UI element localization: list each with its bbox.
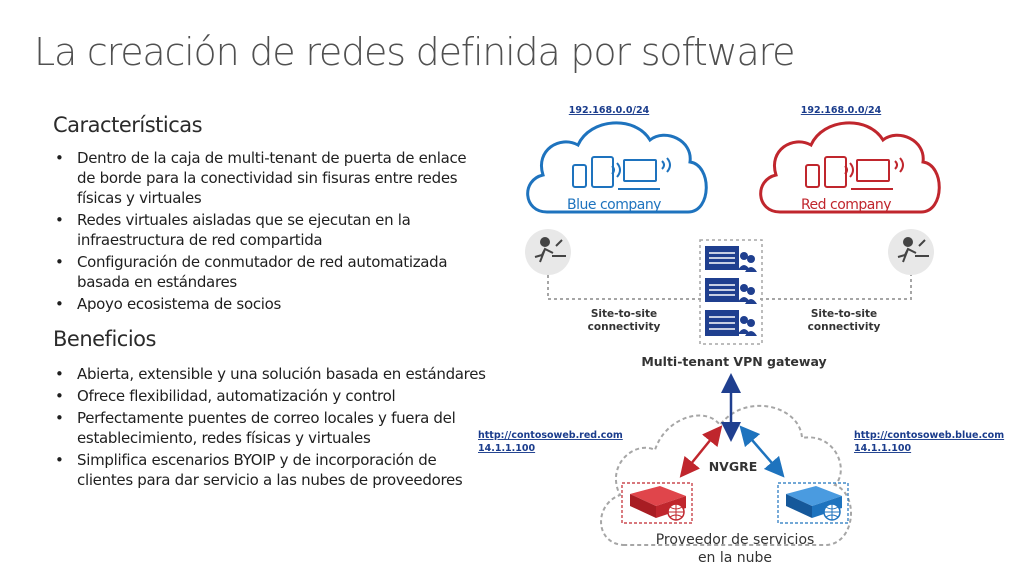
left-edge-gateway-icon — [525, 229, 571, 275]
features-item: Dentro de la caja de multi-tenant de pue… — [53, 148, 483, 208]
blue-company-cloud — [526, 121, 708, 214]
features-item: Redes virtuales aisladas que se ejecutan… — [53, 210, 483, 250]
gateway-label: Multi-tenant VPN gateway — [641, 354, 826, 369]
features-heading: Características — [53, 113, 203, 137]
left-connectivity-label: connectivity — [588, 321, 661, 333]
features-item: Apoyo ecosistema de socios — [53, 294, 483, 314]
benefits-item: Ofrece flexibilidad, automatización y co… — [53, 386, 493, 406]
blue-devices-icon — [572, 156, 671, 190]
nvgre-label: NVGRE — [709, 459, 758, 474]
blue-url-link[interactable]: http://contosoweb.blue.com — [854, 430, 1004, 441]
features-list: Dentro de la caja de multi-tenant de pue… — [53, 148, 483, 316]
blue-server-icon — [777, 482, 849, 524]
right-connectivity-label: connectivity — [808, 321, 881, 333]
red-url-link[interactable]: http://contosoweb.red.com — [478, 430, 623, 441]
multi-tenant-gateway-icon — [699, 239, 763, 345]
red-subnet-link[interactable]: 192.168.0.0/24 — [801, 105, 882, 116]
right-edge-gateway-icon — [888, 229, 934, 275]
slide-title: La creación de redes definida por softwa… — [34, 30, 795, 74]
provider-label: en la nube — [698, 550, 772, 566]
right-connectivity-label: Site-to-site — [811, 308, 877, 320]
blue-arrow — [739, 425, 785, 478]
left-connectivity-label: Site-to-site — [591, 308, 657, 320]
site-to-site-lines — [547, 275, 912, 300]
red-ip-link[interactable]: 14.1.1.100 — [478, 443, 535, 454]
features-item: Configuración de conmutador de red autom… — [53, 252, 483, 292]
benefits-item: Perfectamente puentes de correo locales … — [53, 408, 493, 448]
red-server-icon — [621, 482, 693, 524]
benefits-heading: Beneficios — [53, 327, 156, 351]
blue-company-label: Blue company — [567, 197, 661, 213]
benefits-item: Simplifica escenarios BYOIP y de incorpo… — [53, 450, 493, 490]
benefits-item: Abierta, extensible y una solución basad… — [53, 364, 493, 384]
benefits-list: Abierta, extensible y una solución basad… — [53, 364, 493, 492]
red-arrow — [679, 425, 723, 478]
red-company-label: Red company — [801, 197, 891, 213]
provider-cloud — [600, 404, 852, 546]
red-company-cloud — [759, 121, 941, 214]
red-devices-icon — [805, 156, 904, 190]
blue-subnet-link[interactable]: 192.168.0.0/24 — [569, 105, 650, 116]
blue-ip-link[interactable]: 14.1.1.100 — [854, 443, 911, 454]
provider-label: Proveedor de servicios — [656, 532, 815, 548]
